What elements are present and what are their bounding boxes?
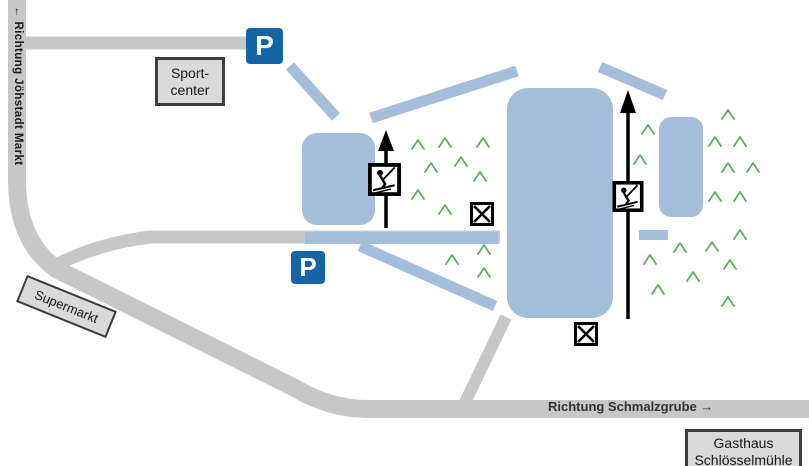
- sportcenter-sign: Sport- center: [155, 57, 225, 106]
- tree-icon: [438, 137, 452, 148]
- gasthaus-label-line2: Schlösselmühle: [694, 452, 793, 466]
- piste-strip-upper-middle: [369, 65, 519, 124]
- tree-icon: [721, 296, 735, 307]
- ski-slope-left: [302, 133, 375, 225]
- parking-sign: P: [246, 28, 283, 64]
- tree-icon: [477, 244, 491, 255]
- tree-icon: [438, 204, 452, 215]
- tree-icon: [733, 229, 747, 240]
- tree-icon: [454, 156, 468, 167]
- sportcenter-label-line2: center: [170, 81, 210, 98]
- x-mark-sign-icon: [470, 202, 494, 226]
- tree-icon: [723, 259, 737, 270]
- tree-icon: [411, 189, 425, 200]
- tree-icon: [445, 254, 459, 265]
- tree-icon: [708, 191, 722, 202]
- tree-icon: [411, 139, 425, 150]
- tree-icon: [721, 109, 735, 120]
- piste-strip-lower-diagonal: [357, 240, 498, 312]
- direction-label-johstadt: ← Richtung Jöhstadt Markt: [12, 6, 24, 166]
- sportcenter-label-line1: Sport-: [170, 64, 210, 81]
- drag-lift-skier-sign-icon: [368, 163, 401, 196]
- x-mark-sign-icon: [574, 322, 598, 346]
- ski-slope-right: [659, 117, 703, 217]
- tree-icon: [643, 254, 657, 265]
- tree-icon: [633, 154, 647, 165]
- tree-icon: [733, 191, 747, 202]
- piste-strip-upper-left: [285, 62, 341, 121]
- lift-arrow-right: [620, 90, 636, 319]
- ski-slope-main: [507, 88, 613, 318]
- tree-icon: [476, 137, 490, 148]
- road-middle-access: [46, 230, 500, 274]
- tree-icon: [673, 242, 687, 253]
- tree-icon: [686, 271, 700, 282]
- tree-icon: [721, 162, 735, 173]
- tree-icon: [641, 124, 655, 135]
- tree-icon: [477, 267, 491, 278]
- piste-strip-upper-right: [597, 61, 668, 101]
- tree-icon: [705, 241, 719, 252]
- tree-icon: [651, 284, 665, 295]
- tree-icon: [746, 162, 760, 173]
- tree-icon: [424, 162, 438, 173]
- gasthaus-label-line1: Gasthaus: [713, 435, 774, 451]
- tree-icon: [473, 171, 487, 182]
- parking-sign: P: [291, 251, 325, 284]
- gasthaus-sign: Gasthaus Schlösselmühle: [685, 429, 802, 466]
- drag-lift-skier-sign-icon: [612, 181, 644, 212]
- road-slope-connector: [454, 314, 512, 416]
- tree-icon: [733, 136, 747, 147]
- direction-label-schmalzgrube: Richtung Schmalzgrube →: [548, 399, 714, 414]
- tree-icon: [708, 136, 722, 147]
